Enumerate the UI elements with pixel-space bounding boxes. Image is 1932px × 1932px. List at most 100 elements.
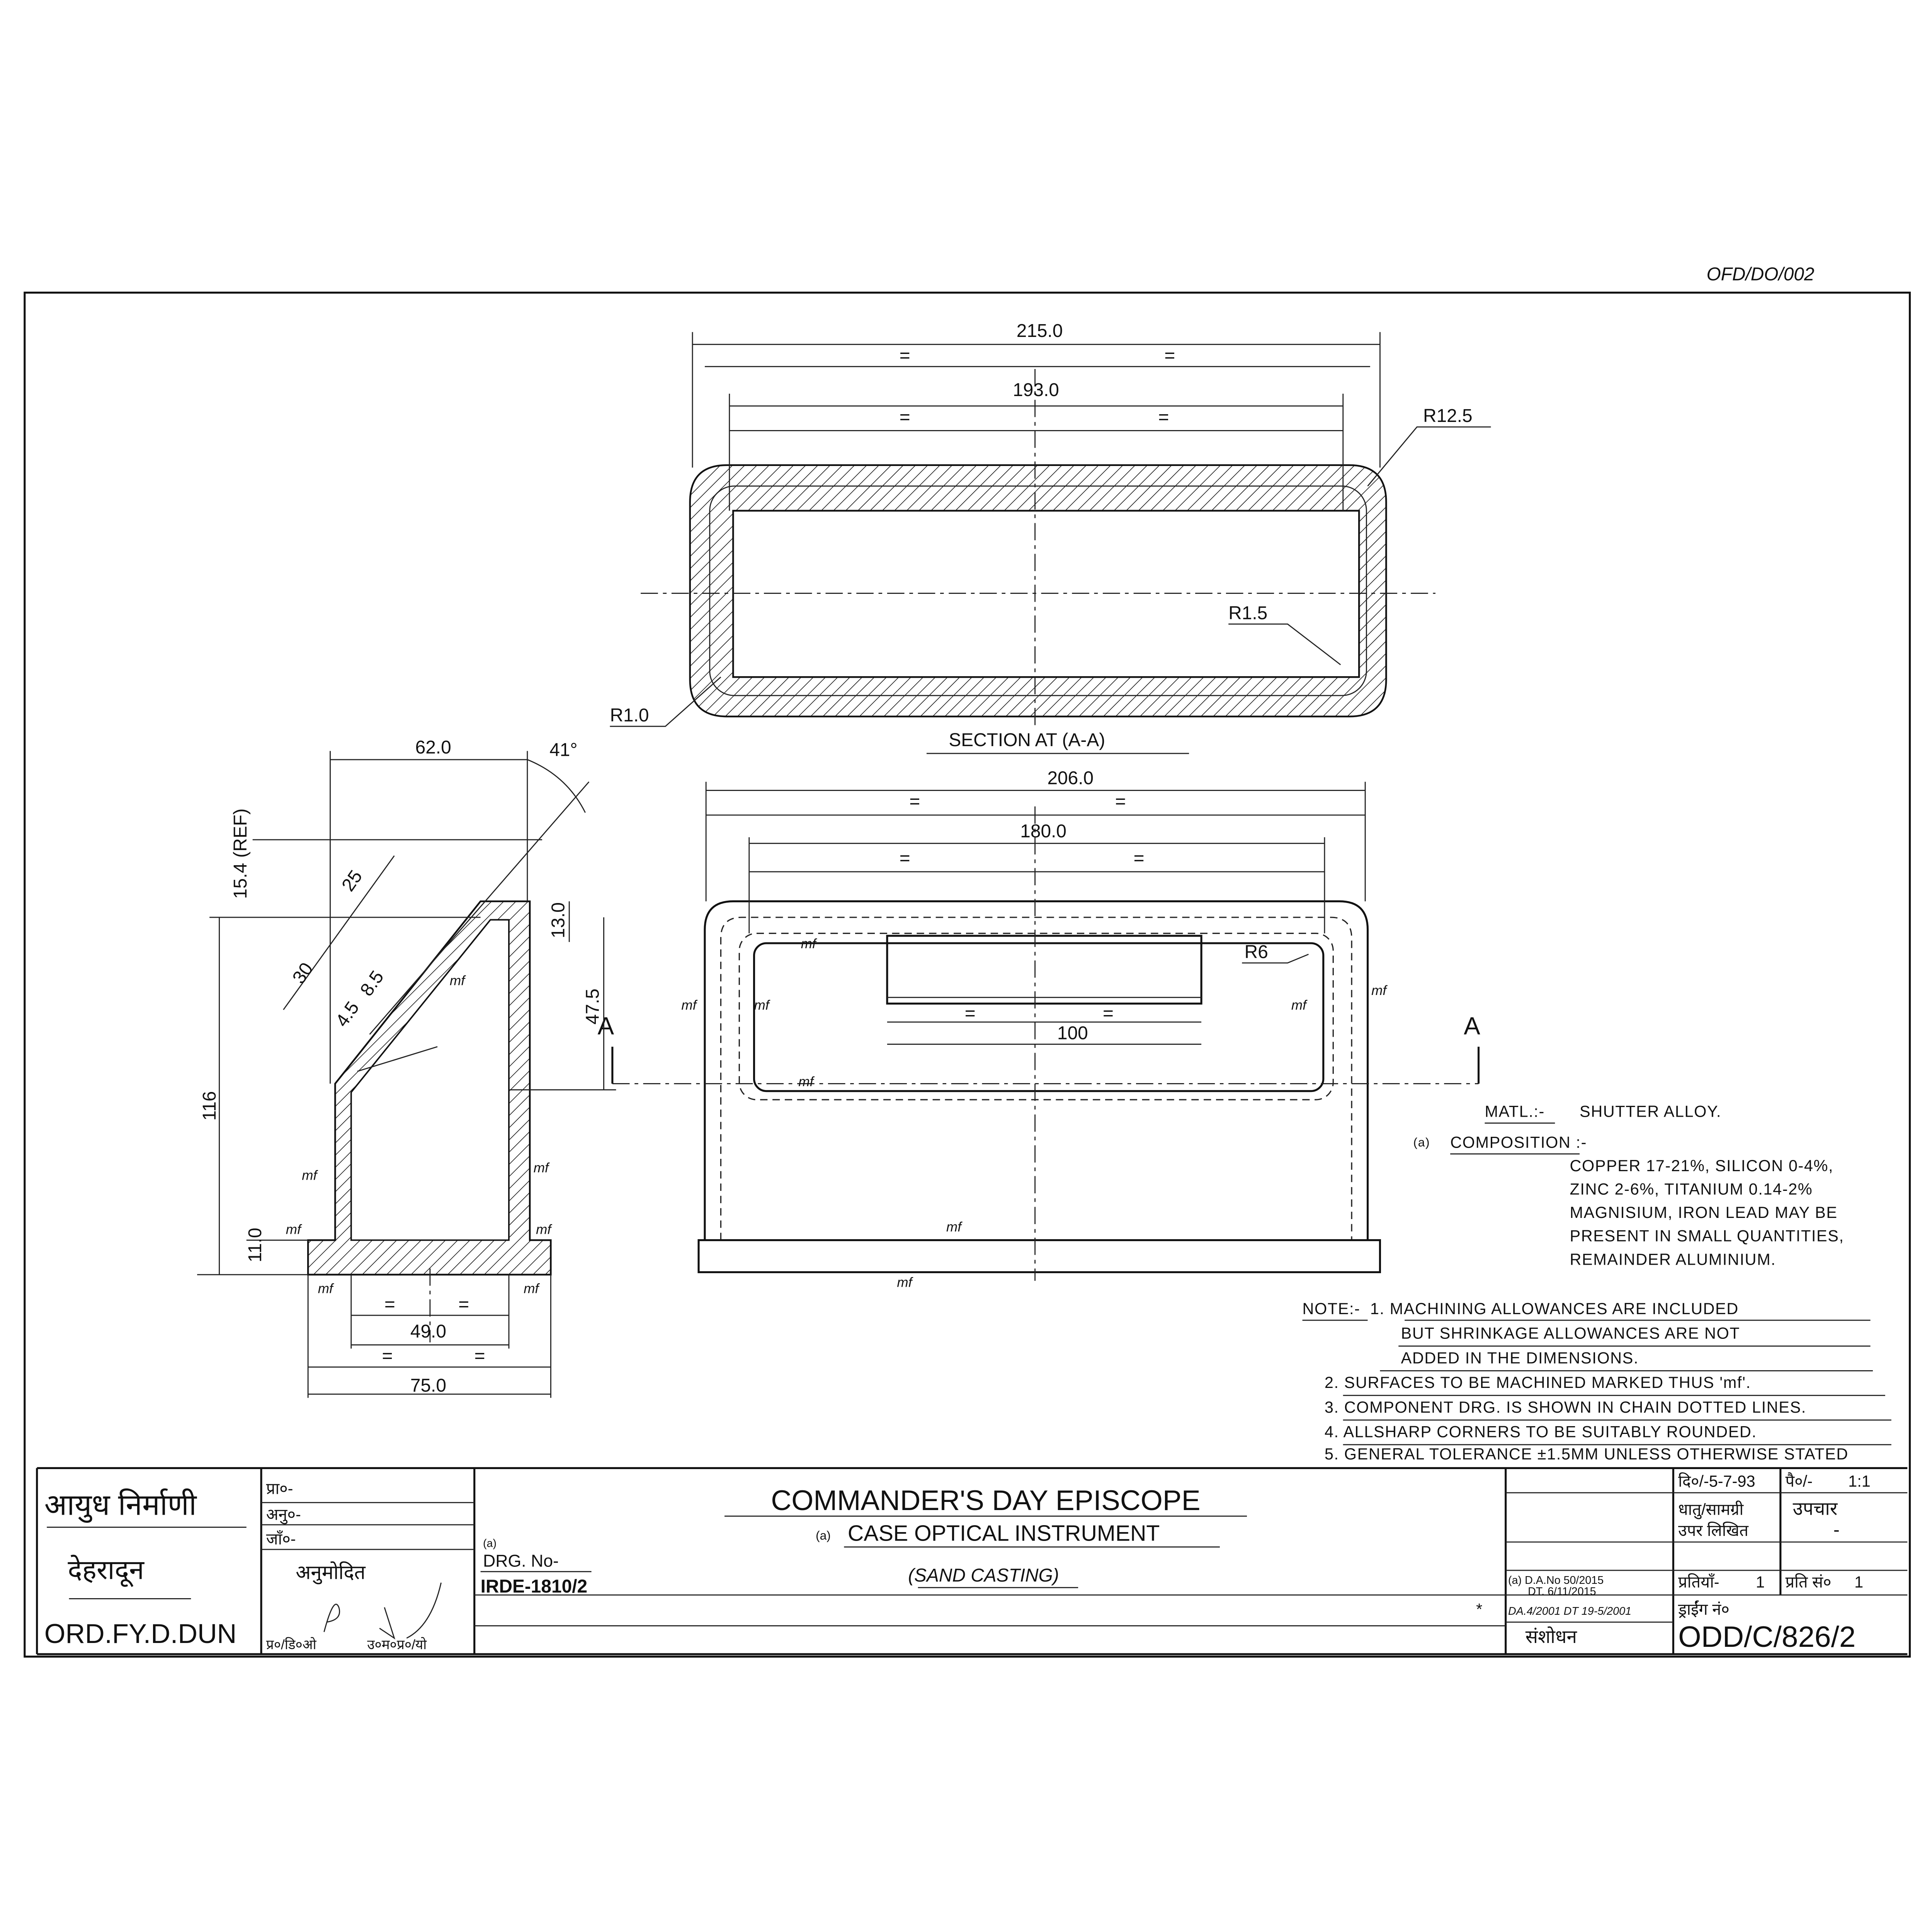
dim-193: 193.0 <box>1013 380 1059 400</box>
drg-label: DRG. No- <box>483 1552 559 1571</box>
traced-by-label: अनु०- <box>266 1505 301 1524</box>
material-block-label: धातु/सामग्री <box>1678 1500 1744 1520</box>
dim-116: 116 <box>199 1091 220 1121</box>
section-view-a-a: 215.0 = = 193.0 = = R12.5 R1.5 R1.0 SECT… <box>610 321 1491 754</box>
machined-mark: mf <box>524 1281 540 1296</box>
dim-equal: = <box>1158 407 1169 427</box>
machined-mark: mf <box>754 998 770 1013</box>
machined-mark: mf <box>946 1219 963 1235</box>
dim-215: 215.0 <box>1017 321 1063 341</box>
machined-mark: mf <box>450 973 466 988</box>
dim-equal: = <box>1103 1003 1114 1024</box>
org-name-hindi: आयुध निर्माणी <box>44 1488 197 1523</box>
dim-11: 11.0 <box>245 1228 265 1262</box>
copy-no-label: प्रति सं० <box>1786 1573 1832 1591</box>
label-r12-5: R12.5 <box>1423 406 1473 426</box>
dim-angle-41: 41° <box>549 740 577 760</box>
date: दि०/-5-7-93 <box>1678 1472 1755 1490</box>
treatment-value: - <box>1833 1520 1840 1540</box>
dim-equal: = <box>1164 345 1175 366</box>
scale-label: पै०/- <box>1786 1472 1813 1490</box>
city-hindi: देहरादून <box>68 1554 145 1587</box>
dim-15-4-ref: 15.4 (REF) <box>230 808 251 899</box>
drawing-subtitle: CASE OPTICAL INSTRUMENT <box>848 1521 1160 1546</box>
dim-62: 62.0 <box>415 737 451 758</box>
dim-8-5: 8.5 <box>356 967 388 1000</box>
material-value: SHUTTER ALLOY. <box>1580 1102 1721 1121</box>
material-spec: MATL.:- SHUTTER ALLOY. (a) COMPOSITION :… <box>1413 1102 1844 1269</box>
dim-49: 49.0 <box>410 1321 446 1342</box>
copies-value: 1 <box>1756 1573 1765 1591</box>
treatment-label: उपचार <box>1793 1499 1838 1519</box>
copies-label: प्रतियाँ- <box>1678 1573 1719 1591</box>
section-caption: SECTION AT (A-A) <box>949 730 1105 750</box>
label-r1-5: R1.5 <box>1228 603 1267 623</box>
process-label: (SAND CASTING) <box>908 1565 1059 1586</box>
signature <box>323 1582 442 1639</box>
section-mark-right: A <box>1464 1012 1480 1040</box>
machined-mark: mf <box>1371 983 1388 998</box>
machined-mark: mf <box>798 1074 815 1089</box>
note-item: 4. ALLSHARP CORNERS TO BE SUITABLY ROUND… <box>1325 1423 1757 1441</box>
machined-mark: mf <box>286 1222 302 1237</box>
amendment-mark: * <box>1476 1600 1482 1618</box>
composition-line: ZINC 2-6%, TITANIUM 0.14-2% <box>1570 1180 1813 1198</box>
notes: NOTE:- 1. MACHINING ALLOWANCES ARE INCLU… <box>1303 1299 1891 1463</box>
dim-180: 180.0 <box>1020 821 1066 842</box>
section-mark-left: A <box>598 1012 614 1040</box>
title-block: आयुध निर्माणी देहरादून ORD.FY.D.DUN प्रा… <box>36 1467 1908 1655</box>
composition-line: REMAINDER ALUMINIUM. <box>1570 1250 1776 1268</box>
dim-equal: = <box>900 345 910 366</box>
material-block-value: उपर लिखित <box>1678 1521 1749 1539</box>
drawn-by-label: प्रा०- <box>266 1479 293 1497</box>
machined-mark: mf <box>536 1222 552 1237</box>
composition-line: MAGNISIUM, IRON LEAD MAY BE <box>1570 1203 1838 1221</box>
machined-mark: mf <box>1291 998 1308 1013</box>
dim-4-5: 4.5 <box>332 998 363 1031</box>
dim-100: 100 <box>1057 1023 1088 1044</box>
composition-prefix: (a) <box>1413 1135 1430 1149</box>
note-item: 1. MACHINING ALLOWANCES ARE INCLUDED <box>1370 1299 1739 1318</box>
org-name-english: ORD.FY.D.DUN <box>44 1618 237 1649</box>
dim-equal: = <box>384 1294 395 1315</box>
drawing-title: COMMANDER'S DAY EPISCOPE <box>771 1485 1200 1516</box>
notes-label: NOTE:- <box>1303 1299 1361 1318</box>
sign-right-label: उ०म०प्र०/यो <box>367 1637 427 1652</box>
note-item: 2. SURFACES TO BE MACHINED MARKED THUS '… <box>1325 1373 1751 1391</box>
sign-left-label: प्र०/डि०ओ <box>266 1637 317 1652</box>
note-item: 3. COMPONENT DRG. IS SHOWN IN CHAIN DOTT… <box>1325 1398 1806 1416</box>
dim-47-5: 47.5 <box>583 988 603 1024</box>
machined-mark: mf <box>897 1275 913 1290</box>
revision-label: संशोधन <box>1526 1626 1578 1647</box>
copy-no-value: 1 <box>1854 1573 1863 1591</box>
note-item: 5. GENERAL TOLERANCE ±1.5MM UNLESS OTHER… <box>1325 1445 1849 1463</box>
drg-prefix: (a) <box>483 1537 497 1550</box>
machined-mark: mf <box>534 1160 550 1175</box>
sheet-border <box>24 291 1911 1658</box>
dim-equal: = <box>1115 791 1126 812</box>
machined-mark: mf <box>302 1168 318 1183</box>
sheet-reference: OFD/DO/002 <box>1706 264 1814 284</box>
dim-206: 206.0 <box>1047 768 1094 789</box>
checked-by-label: जाँ०- <box>266 1530 296 1548</box>
note-item: BUT SHRINKAGE ALLOWANCES ARE NOT <box>1401 1324 1740 1342</box>
machined-mark: mf <box>801 936 817 951</box>
machined-mark: mf <box>681 998 697 1013</box>
amendment-1-date: DT. 6/11/2015 <box>1528 1585 1596 1598</box>
dim-equal: = <box>1134 848 1145 869</box>
dim-equal: = <box>900 848 910 869</box>
composition-label: COMPOSITION :- <box>1450 1133 1587 1151</box>
drawing-no-label: ड्राईंग नं० <box>1678 1600 1730 1618</box>
dim-equal: = <box>474 1346 485 1366</box>
note-item: ADDED IN THE DIMENSIONS. <box>1401 1349 1639 1367</box>
composition-line: COPPER 17-21%, SILICON 0-4%, <box>1570 1156 1834 1175</box>
dim-equal: = <box>900 407 910 427</box>
machined-mark: mf <box>318 1281 334 1296</box>
drg-reference: IRDE-1810/2 <box>481 1576 587 1597</box>
dim-equal: = <box>458 1294 469 1315</box>
dim-75: 75.0 <box>410 1376 446 1396</box>
dim-13: 13.0 <box>548 902 568 938</box>
dim-25: 25 <box>338 867 366 895</box>
amendment-1: (a) D.A.No 50/2015 <box>1508 1574 1604 1587</box>
